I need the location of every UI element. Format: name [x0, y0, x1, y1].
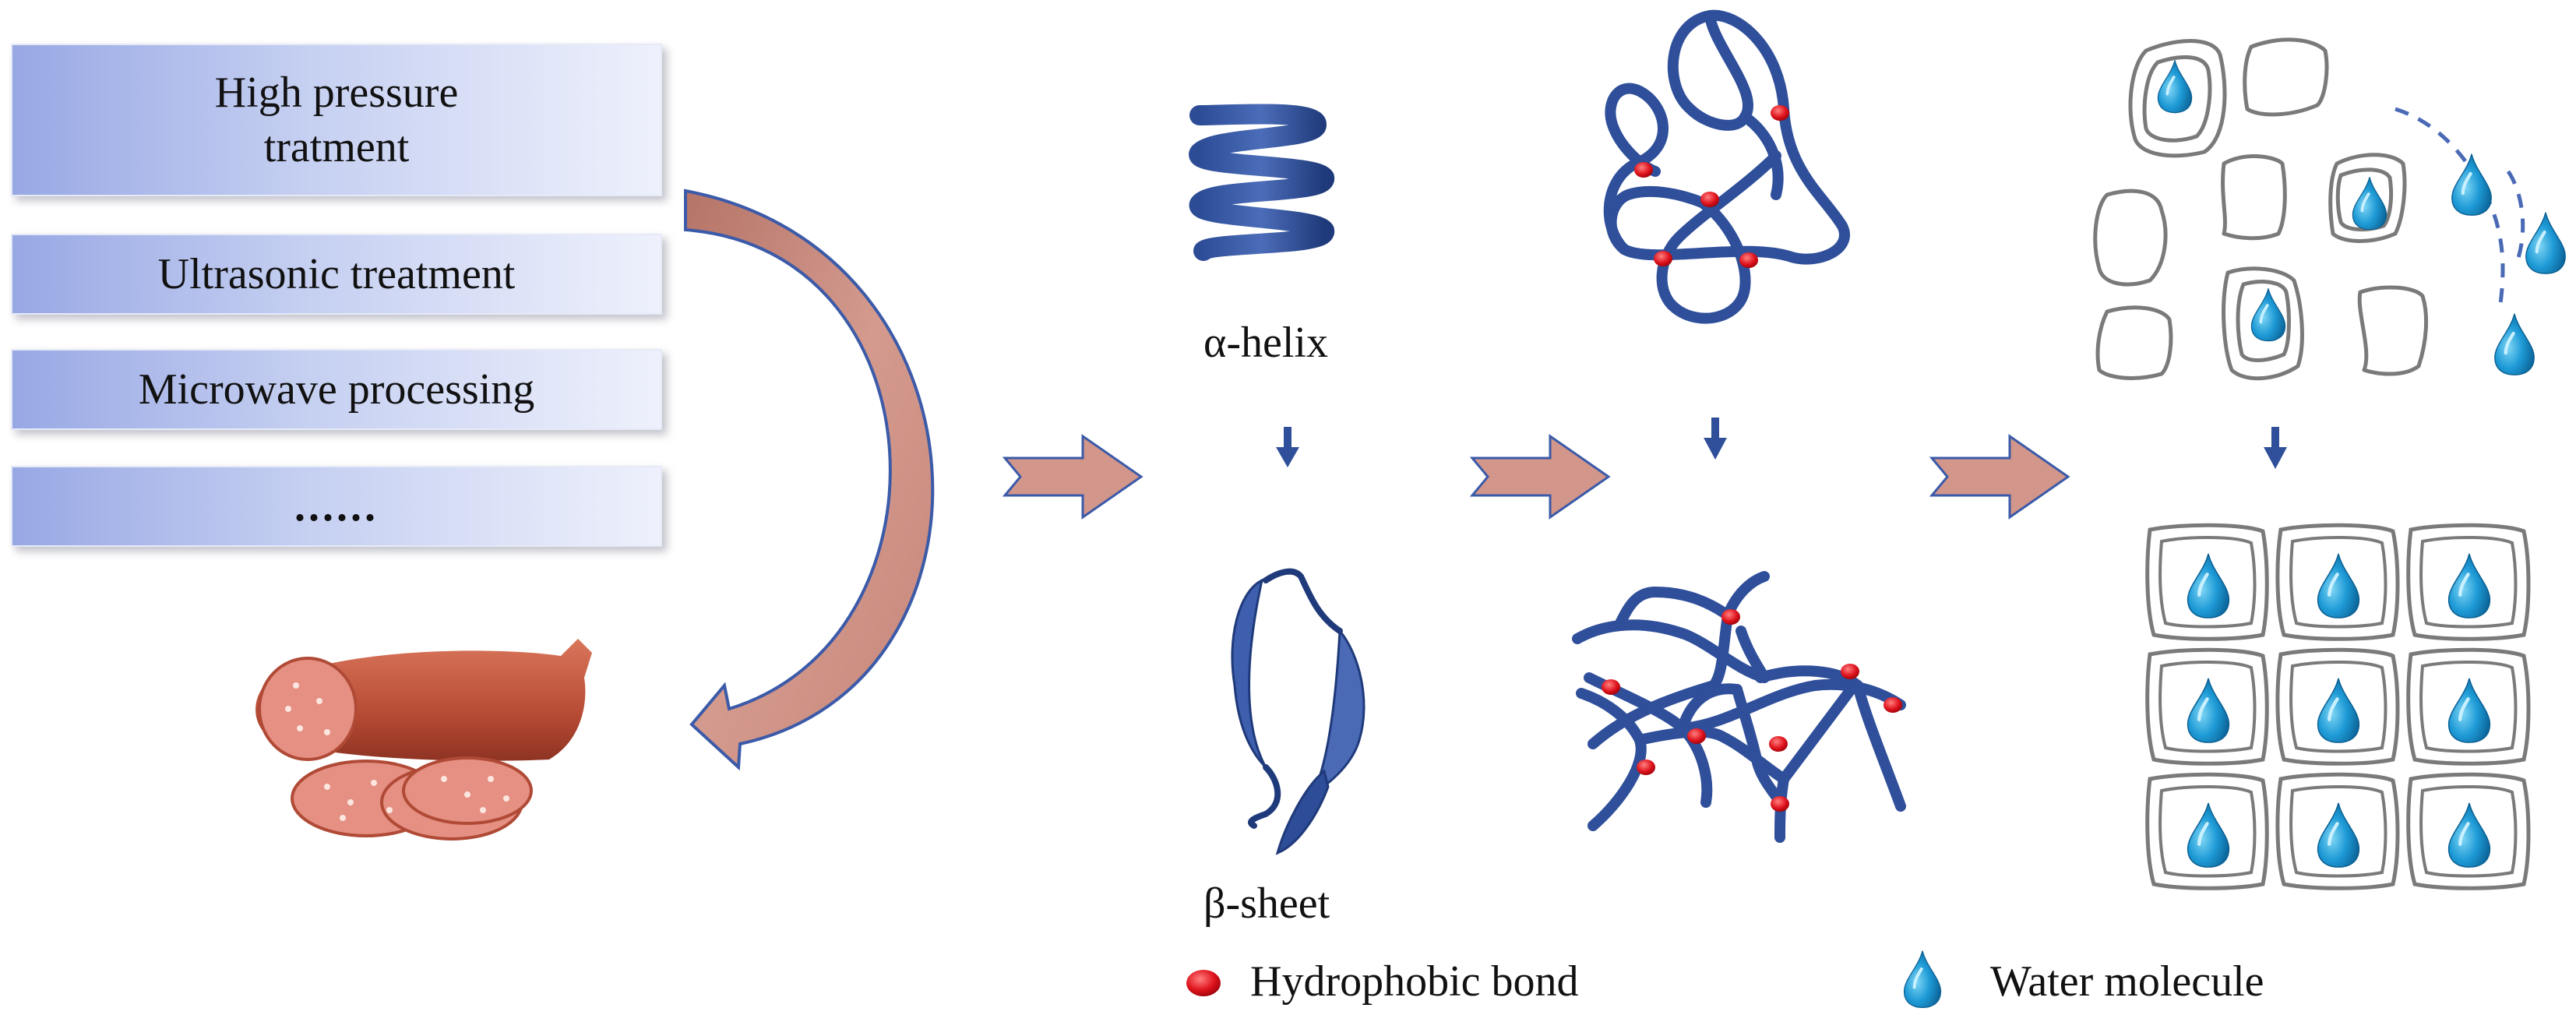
irregular-cell-inner-outlines: [2142, 55, 2394, 362]
beta-sheet-label: β-sheet: [1203, 879, 1330, 928]
treatment-microwave-label: Microwave processing: [138, 365, 535, 414]
treatment-ultrasonic-box: Ultrasonic treatment: [11, 234, 662, 315]
process-arrow-1: [1002, 434, 1144, 520]
process-arrow-3: [1929, 434, 2070, 520]
treatment-more-box: ......: [11, 466, 662, 547]
alpha-helix-icon: [1189, 104, 1334, 261]
treatment-ultrasonic-label: Ultrasonic treatment: [157, 250, 516, 298]
process-arrow-2: [1469, 434, 1611, 520]
sausage-icon: [255, 639, 592, 841]
hydrophobic-bond-icon: [1186, 970, 1221, 996]
water-drop-icon: [1902, 949, 1943, 1010]
unfolded-network-icon: [1572, 571, 1906, 843]
unfolded-network-hydrophobic-bonds: [1602, 609, 1902, 812]
water-flow-dashed-arc-2: [2506, 170, 2525, 266]
treatment-high-pressure-label: High pressure tratment: [214, 69, 459, 171]
down-arrow-2: [1704, 418, 1727, 460]
irregular-cells: [2093, 37, 2429, 381]
folded-protein-hydrophobic-bonds: [1634, 105, 1789, 268]
water-flow-dashed-arc: [2395, 107, 2505, 305]
treatment-high-pressure-box: High pressure tratment: [11, 44, 662, 196]
legend-hydrophobic-bond-label: Hydrophobic bond: [1250, 957, 1579, 1006]
treatment-microwave-box: Microwave processing: [11, 349, 662, 430]
curved-process-arrow: [684, 189, 935, 771]
beta-sheet-icon: [1231, 568, 1366, 855]
ordered-cell-grid: [2145, 523, 2531, 890]
down-arrow-3: [2264, 427, 2287, 469]
legend-water-molecule-label: Water molecule: [1990, 957, 2264, 1006]
alpha-helix-label: α-helix: [1203, 319, 1328, 367]
down-arrow-1: [1276, 427, 1299, 467]
treatment-more-label: ......: [294, 482, 379, 530]
